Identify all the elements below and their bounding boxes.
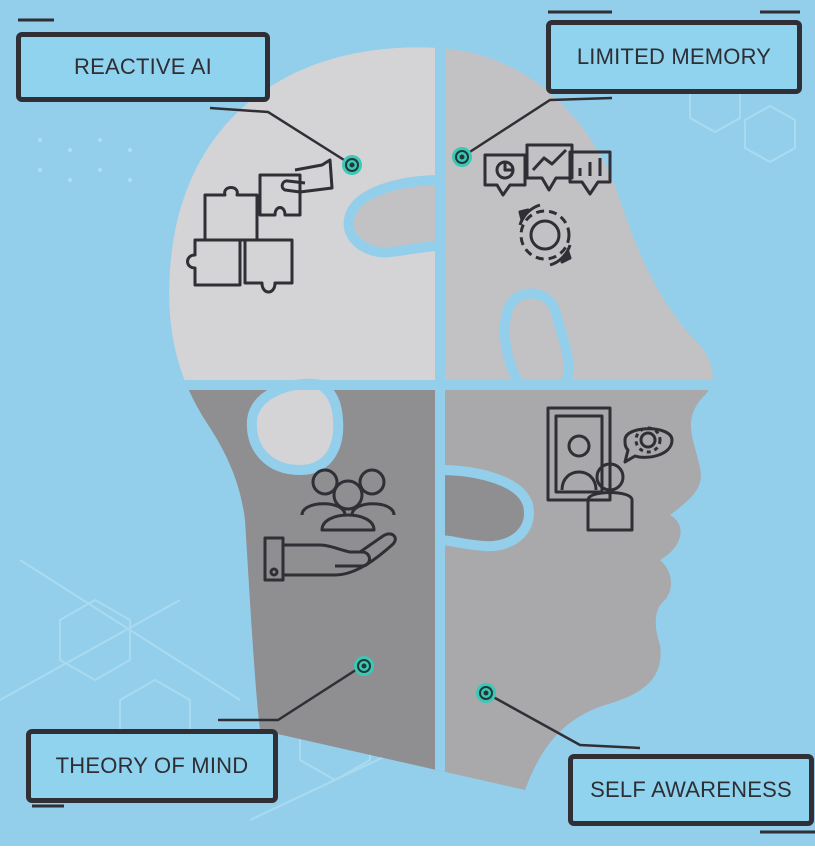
connector-theory (218, 664, 363, 722)
label-limited-memory-text: LIMITED MEMORY (576, 44, 772, 69)
connector-limited (461, 96, 613, 159)
knob-bottom (435, 464, 534, 552)
marker-self (476, 683, 496, 703)
label-theory-of-mind: THEORY OF MIND (26, 729, 278, 803)
knob-left (246, 378, 344, 476)
marker-limited (452, 147, 472, 167)
team-in-hand-icon (263, 468, 397, 582)
label-self-awareness-text: SELF AWARENESS (590, 777, 792, 802)
hex-pattern (0, 74, 796, 821)
puzzle-pieces-hand-icon (186, 158, 334, 294)
dot-pattern (38, 138, 132, 182)
label-limited-memory: LIMITED MEMORY (546, 20, 802, 94)
frame-accents (18, 10, 815, 834)
connectors (209, 96, 641, 750)
label-theory-of-mind-text: THEORY OF MIND (55, 753, 249, 778)
analytics-speech-bubbles-gear-icon (483, 143, 612, 267)
connector-self (485, 691, 641, 750)
marker-reactive (342, 155, 362, 175)
knob-right (499, 288, 574, 390)
person-mirror-thought-gear-icon (546, 406, 674, 532)
label-self-awareness: SELF AWARENESS (568, 754, 814, 826)
knob-top (343, 174, 445, 258)
label-reactive-ai-text: REACTIVE AI (74, 54, 212, 79)
label-reactive-ai: REACTIVE AI (16, 32, 270, 102)
connector-reactive (209, 106, 353, 167)
marker-theory (354, 656, 374, 676)
